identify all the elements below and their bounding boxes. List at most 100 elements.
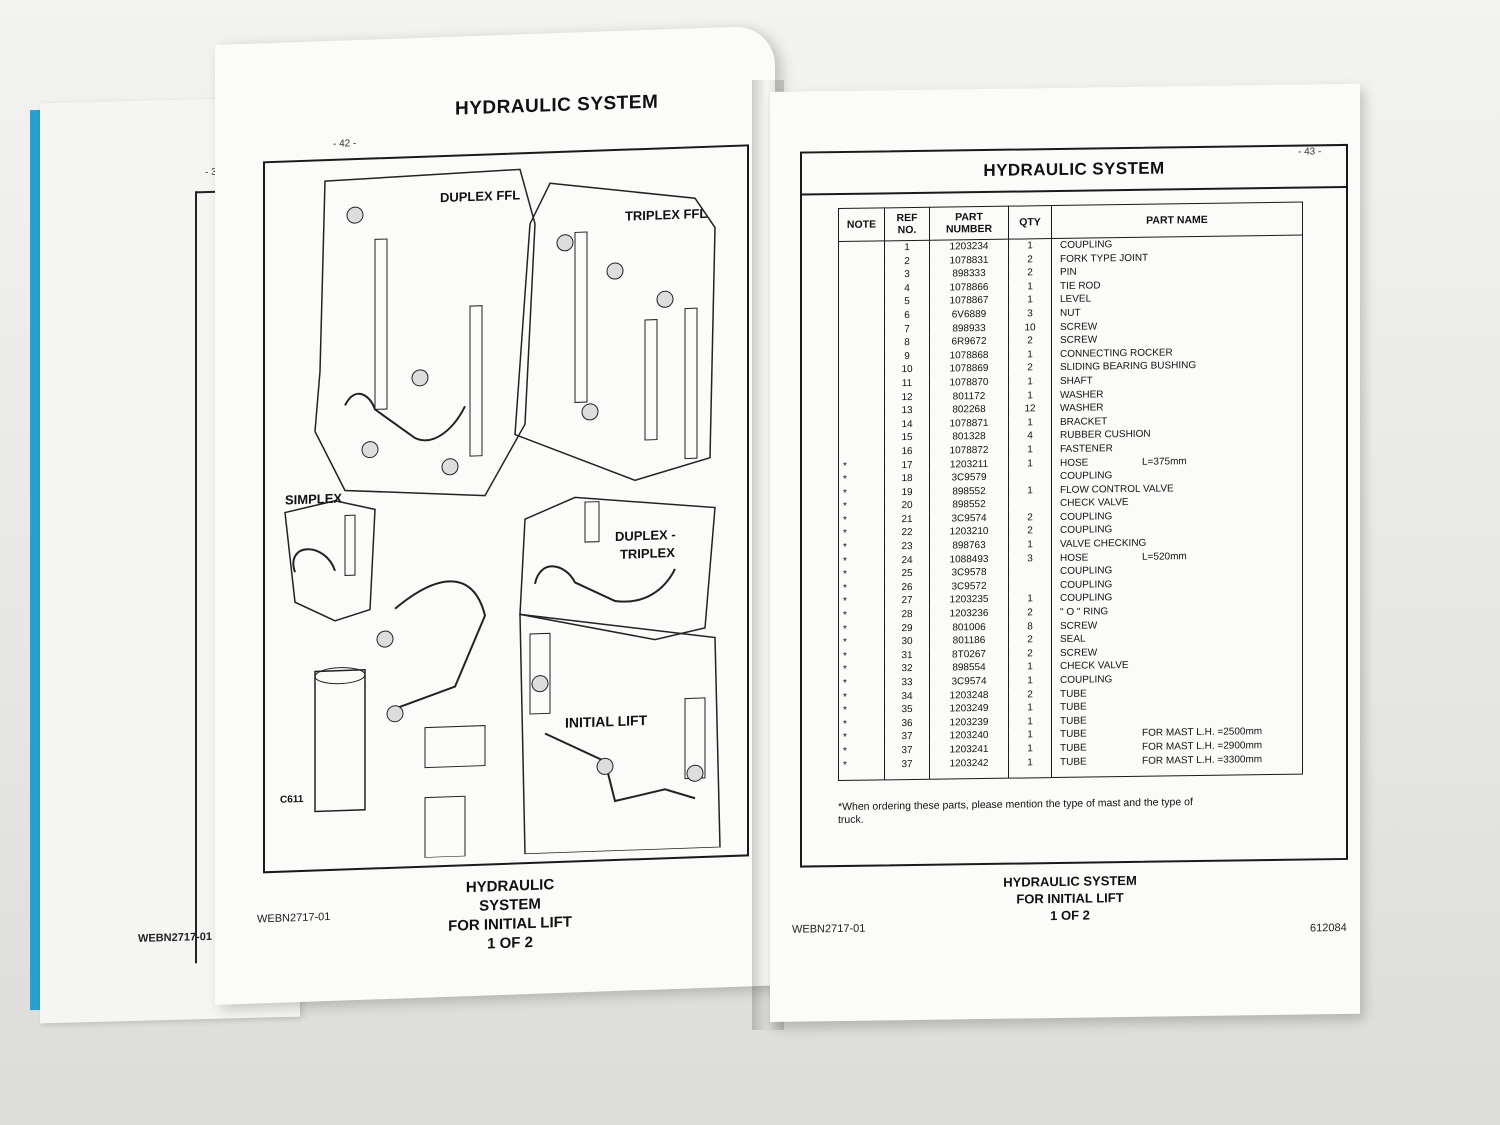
note-cell [838,322,885,338]
note-cell [838,418,885,433]
qty-cell: 1 [1008,347,1052,363]
part-name: SCREW [1060,647,1098,659]
qty-cell: 1 [1008,660,1052,675]
ref-no-cell: 34 [884,689,930,704]
note-cell [838,363,885,378]
ref-no-cell: 26 [884,580,930,595]
qty-cell: 1 [1008,375,1052,390]
note-cell: * [838,689,885,705]
hydraulic-exploded-diagram: DUPLEX FFL TRIPLEX FFL SIMPLEX DUPLEX - … [280,168,721,859]
parts-list-frame: HYDRAULIC SYSTEM NOTE REF NO. PART NUMBE… [800,143,1348,868]
part-number-cell: 3C9572 [929,579,1009,595]
part-name: TUBE [1060,742,1087,754]
part-number-cell: 6R9672 [929,334,1009,350]
part-number-cell: 1203248 [929,688,1009,703]
duplex-triplex-panel [519,496,716,641]
duplex-ffl-label: DUPLEX FFL [440,187,520,205]
initial-lift-label: INITIAL LIFT [565,712,648,731]
triplex-ffl-panel [514,182,716,482]
ref-no-cell: 27 [884,594,930,609]
part-number-cell: 1203235 [929,593,1009,608]
note-cell [838,240,885,256]
right-footer-line1: HYDRAULIC SYSTEM [1003,872,1137,890]
qty-cell [1008,497,1052,512]
note-cell: * [838,676,885,691]
ref-no-cell: 33 [884,675,930,690]
part-name: COUPLING [1060,239,1113,251]
duplex-ffl-panel [314,168,536,497]
part-number-cell: 1078869 [929,362,1009,377]
part-number-cell: 1203242 [929,756,1009,780]
part-name: WASHER [1060,388,1104,401]
part-callout-circle [346,206,364,224]
qty-cell: 1 [1008,279,1052,295]
qty-cell: 2 [1008,646,1052,662]
part-number-cell: 801172 [929,389,1009,404]
note-cell [838,390,885,406]
part-name: FASTENER [1060,443,1113,455]
duplex-cylinder-right [469,305,483,457]
note-cell [838,350,885,365]
qty-cell: 2 [1008,252,1052,267]
ref-no-cell: 7 [884,322,930,337]
ref-no-cell: 12 [884,390,930,405]
part-name: COUPLING [1060,579,1113,591]
part-name: PIN [1060,266,1077,279]
part-name: COUPLING [1060,674,1113,686]
part-name: WASHER [1060,402,1104,415]
title-rule [802,185,1346,196]
part-number-cell: 8T0267 [929,647,1009,663]
part-number-cell: 1203240 [929,729,1009,744]
part-number-cell: 1078867 [929,294,1009,309]
part-number-cell: 801186 [929,633,1009,649]
qty-cell: 3 [1008,307,1052,322]
note-cell [838,404,885,419]
ref-no-cell: 23 [884,539,930,555]
qty-cell: 4 [1008,429,1052,444]
ref-no-cell: 32 [884,662,930,677]
qty-cell: 3 [1008,551,1052,566]
note-cell: * [838,486,885,501]
part-callout-circle [376,630,394,648]
ref-no-cell: 6 [884,308,930,323]
ref-no-cell: 35 [884,702,930,718]
left-page-footer: HYDRAULIC SYSTEM FOR INITIAL LIFT 1 OF 2 [435,874,585,955]
part-callout-circle [556,234,574,252]
duplex-hose [344,392,466,442]
triplex-cylinder-3 [684,307,698,460]
ref-no-cell: 22 [884,526,930,541]
part-name: COUPLING [1060,524,1113,537]
part-callout-circle [581,403,599,421]
part-name: SLIDING BEARING BUSHING [1060,360,1197,374]
part-number-cell: 898333 [929,266,1009,282]
note-cell: * [838,757,885,781]
part-number-cell: 1203234 [929,239,1009,255]
qty-cell: 2 [1008,334,1052,349]
right-page-title: HYDRAULIC SYSTEM [983,158,1165,181]
part-name: SCREW [1060,620,1098,632]
part-number-cell: 898552 [929,484,1009,500]
initial-lift-cylinder-left [529,632,551,715]
parts-table: NOTE REF NO. PART NUMBER QTY PART NAME 1… [838,201,1303,782]
duplex-triplex-label-2: TRIPLEX [620,545,675,562]
part-name: FORK TYPE JOINT [1060,252,1149,265]
ref-no-cell: 25 [884,567,930,582]
part-number-cell: 898933 [929,321,1009,336]
note-cell: * [838,608,885,623]
pump-motor-body [314,668,366,813]
pump-part-code: C611 [280,794,304,806]
part-name: COUPLING [1060,565,1113,578]
right-page-form-code: 612084 [1310,921,1347,935]
part-name: LEVEL [1060,293,1092,306]
part-name: TUBE [1060,728,1087,741]
part-remark: L=375mm [1142,455,1187,468]
initial-lift-panel [519,613,721,855]
qty-cell: 1 [1008,742,1052,757]
part-name: CHECK VALVE [1060,660,1129,673]
duplex-triplex-cylinder [584,501,600,543]
part-name: CONNECTING ROCKER [1060,347,1173,360]
note-cell: * [838,526,885,542]
qty-cell [1008,565,1052,580]
note-cell: * [838,513,885,528]
